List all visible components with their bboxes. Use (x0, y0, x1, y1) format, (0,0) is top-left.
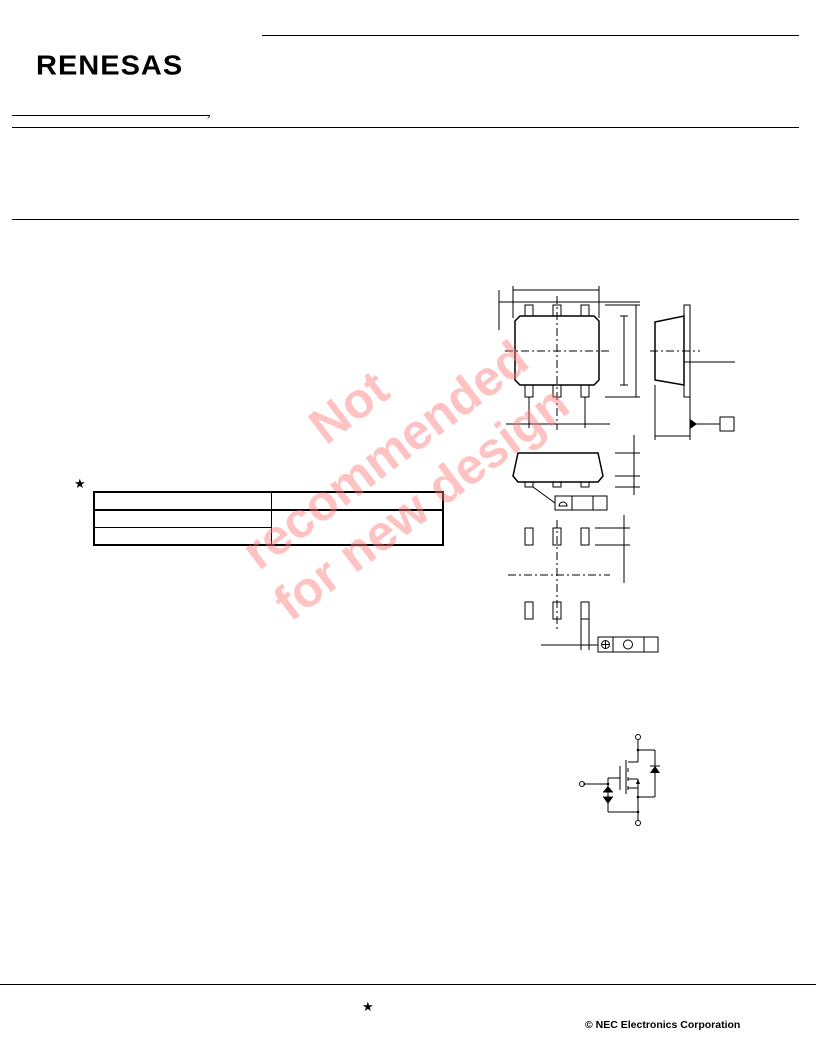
footer-rule (0, 984, 816, 985)
table-cell (93, 527, 272, 546)
table-cell (271, 491, 444, 511)
title-rule (12, 219, 799, 220)
footer-revision-star-icon: ★ (362, 999, 374, 1014)
table-row (93, 509, 444, 546)
revision-star-icon: ★ (74, 476, 86, 491)
table-row (93, 527, 443, 546)
ordering-information-table (93, 491, 444, 546)
copyright-notice: © NEC Electronics Corporation (585, 1019, 741, 1031)
table-header-row (93, 491, 444, 511)
header-rule (12, 127, 799, 128)
table-cell (271, 509, 444, 546)
table-cell (93, 491, 272, 511)
renesas-logo: RENESAS (36, 50, 184, 82)
top-rule (262, 35, 799, 36)
